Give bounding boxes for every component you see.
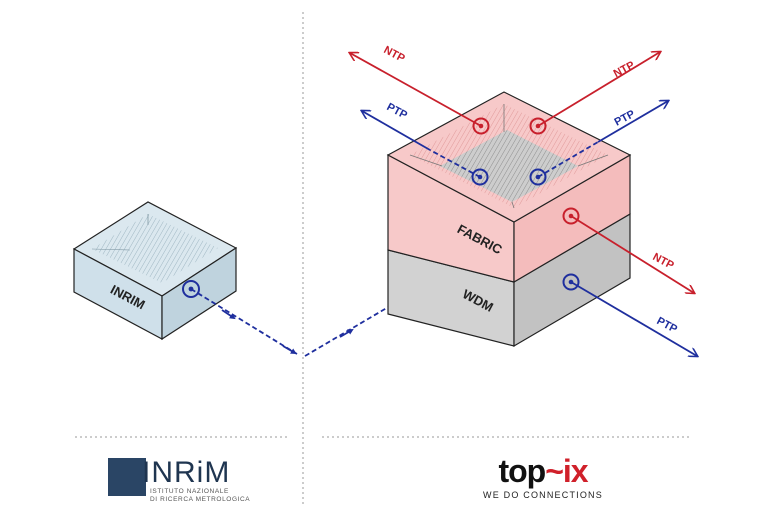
inrim-box: INRIM — [72, 201, 238, 341]
inrim-logo-line1: ISTITUTO NAZIONALE — [150, 488, 229, 495]
ntp-port-2 — [529, 117, 547, 135]
ptp-port-1 — [471, 168, 489, 186]
ptp-port-2 — [529, 168, 547, 186]
inrim-logo: INRiM ISTITUTO NAZIONALE DI RICERCA METR… — [108, 458, 268, 506]
ptp-label-1: PTP — [385, 101, 410, 122]
fabric-wdm-stack: FABRIC WDM — [386, 91, 632, 348]
inrim-ptp-port — [182, 280, 200, 298]
topix-logo: top~ix WE DO CONNECTIONS — [478, 455, 608, 505]
ptp-port-3 — [562, 273, 580, 291]
inrim-logo-subtitle: ISTITUTO NAZIONALE DI RICERCA METROLOGIC… — [150, 488, 250, 504]
topix-main-text: top — [498, 453, 546, 489]
topix-ix-text: ix — [562, 453, 589, 489]
topix-tagline: WE DO CONNECTIONS — [483, 490, 603, 500]
inrim-logo-square — [108, 458, 146, 496]
ntp-port-1 — [472, 117, 490, 135]
ptp-top-right: PTP — [529, 101, 669, 186]
ntp-port-3 — [562, 207, 580, 225]
ntp-label-1: NTP — [382, 44, 407, 65]
topix-separator: ~ — [545, 453, 564, 489]
topix-logo-wordmark: top~ix — [478, 455, 608, 487]
inrim-logo-wordmark: INRiM — [142, 456, 231, 489]
ntp-label-2: NTP — [612, 59, 637, 80]
inrim-logo-line2: DI RICERCA METROLOGICA — [150, 496, 251, 503]
